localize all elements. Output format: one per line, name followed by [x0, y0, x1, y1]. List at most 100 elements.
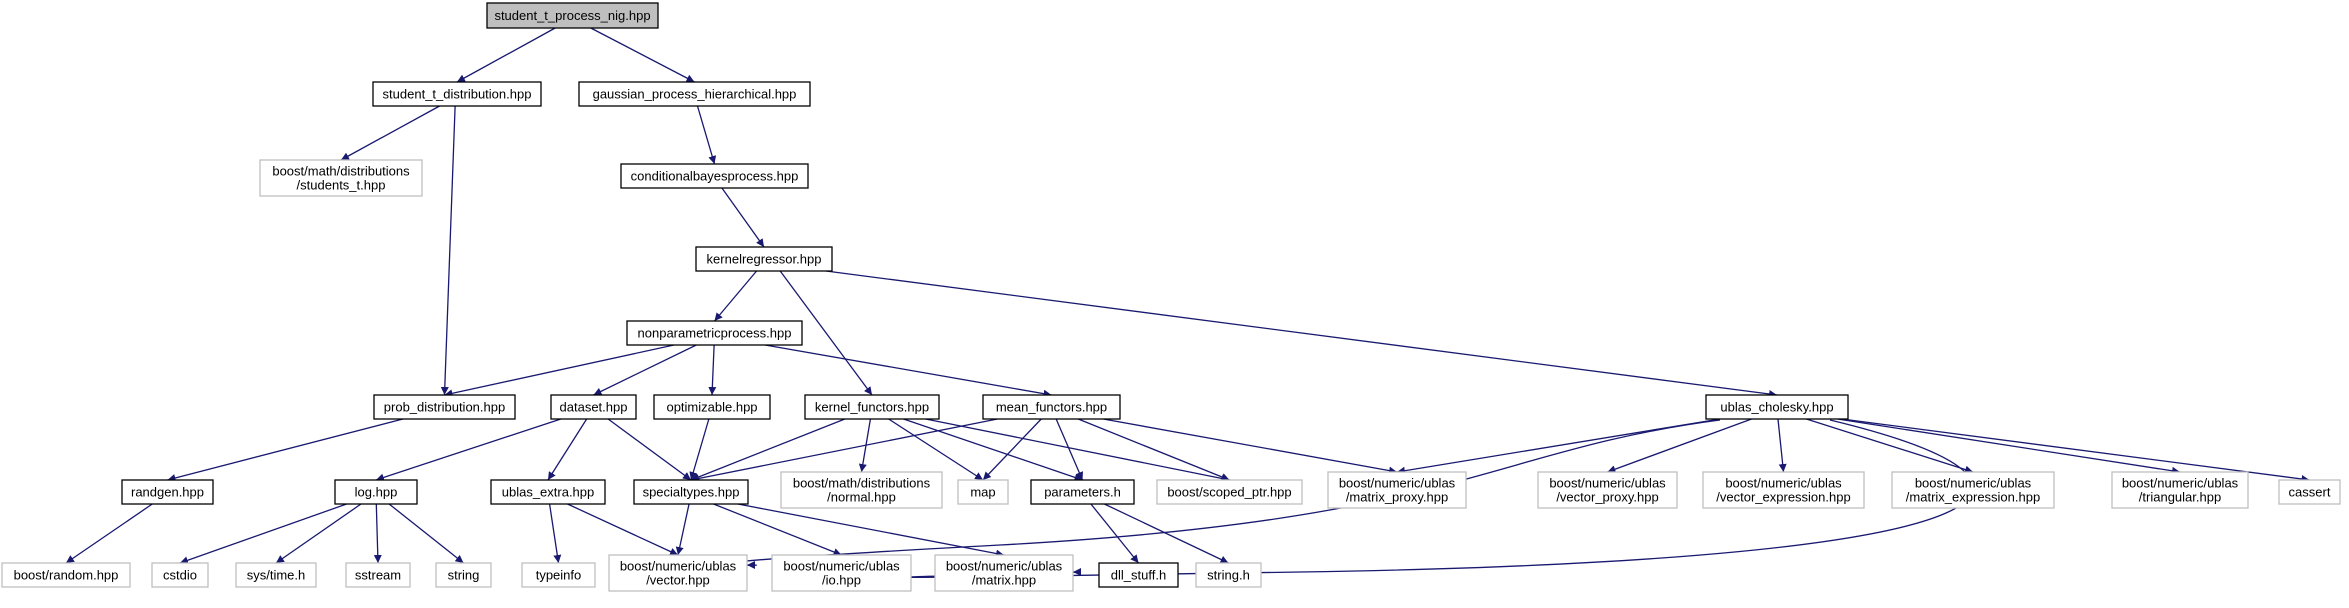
- node-box: [957, 479, 1009, 505]
- node-boost-random: boost/random.hpp: [1, 562, 131, 588]
- node-prob-distribution[interactable]: prob_distribution.hpp: [373, 394, 516, 420]
- node-label: cstdio: [163, 568, 197, 583]
- node-student-t-process-nig[interactable]: student_t_process_nig.hpp: [486, 2, 659, 29]
- node-box: [1156, 479, 1303, 505]
- node-student-t-distribution[interactable]: student_t_distribution.hpp: [372, 81, 542, 107]
- edge-log-to-sstream: [373, 503, 382, 564]
- node-box: [486, 2, 659, 29]
- node-label: dataset.hpp: [560, 400, 628, 415]
- node-specialtypes[interactable]: specialtypes.hpp: [633, 479, 749, 505]
- node-box: [1891, 471, 2055, 509]
- node-label: kernel_functors.hpp: [815, 400, 929, 415]
- node-label: boost/numeric/ublas: [783, 559, 900, 574]
- node-box: [1327, 471, 1467, 509]
- node-label: boost/numeric/ublas: [1339, 476, 1456, 491]
- edge-gaussian_process_hierarchical-to-conditionalbayesprocess: [696, 105, 717, 165]
- node-box: [372, 81, 542, 107]
- node-label: nonparametricprocess.hpp: [638, 326, 792, 341]
- node-dataset[interactable]: dataset.hpp: [550, 394, 637, 420]
- node-dll-stuff[interactable]: dll_stuff.h: [1098, 562, 1179, 588]
- edge-mean_functors-to-matrix_proxy: [1103, 418, 1398, 475]
- node-kernel-functors[interactable]: kernel_functors.hpp: [804, 394, 940, 420]
- file-nodes: student_t_process_nig.hpp student_t_distr…: [1, 2, 2341, 592]
- node-label: dll_stuff.h: [1111, 568, 1166, 583]
- node-label: boost/numeric/ublas: [620, 559, 737, 574]
- node-label: student_t_process_nig.hpp: [494, 8, 650, 23]
- node-map: map: [957, 479, 1009, 505]
- node-randgen[interactable]: randgen.hpp: [121, 479, 214, 505]
- node-box: [151, 562, 209, 588]
- node-sys-time: sys/time.h: [235, 562, 317, 588]
- edge-ublas_cholesky-to-cassert: [1841, 418, 2310, 483]
- node-box: [521, 562, 596, 588]
- node-ublas-matrix: boost/numeric/ublas/matrix.hpp: [934, 554, 1074, 592]
- edge-dataset-to-ublas_extra: [547, 418, 588, 481]
- edge-prob_distribution-to-randgen: [167, 418, 404, 482]
- edge-kernel_functors-to-scoped_ptr: [925, 418, 1230, 483]
- node-scoped-ptr: boost/scoped_ptr.hpp: [1156, 479, 1303, 505]
- node-optimizable[interactable]: optimizable.hpp: [653, 394, 771, 420]
- node-box: [550, 394, 637, 420]
- node-box: [578, 81, 811, 107]
- edge-optimizable-to-specialtypes: [689, 418, 710, 481]
- node-box: [934, 554, 1074, 592]
- node-box: [435, 562, 492, 588]
- node-label: student_t_distribution.hpp: [383, 87, 532, 102]
- node-box: [1702, 471, 1865, 509]
- node-matrix-proxy: boost/numeric/ublas/matrix_proxy.hpp: [1327, 471, 1467, 509]
- edge-dataset-to-specialtypes: [607, 418, 692, 481]
- node-box: [1705, 394, 1849, 420]
- node-log[interactable]: log.hpp: [334, 479, 418, 505]
- node-box: [1195, 562, 1262, 588]
- node-label: optimizable.hpp: [666, 400, 757, 415]
- node-vector-proxy: boost/numeric/ublas/vector_proxy.hpp: [1537, 471, 1678, 509]
- node-cassert: cassert: [2278, 479, 2341, 505]
- node-box: [1, 562, 131, 588]
- node-string-h: string.h: [1195, 562, 1262, 588]
- edge-nonparametricprocess-to-prob_distribution: [444, 344, 675, 398]
- edge-student_t_distribution-to-prob_distribution: [440, 105, 456, 396]
- edge-nonparametricprocess-to-optimizable: [708, 344, 717, 396]
- node-label: boost/numeric/ublas: [2122, 476, 2239, 491]
- node-label: string: [448, 568, 480, 583]
- edge-mean_functors-to-map: [982, 418, 1042, 481]
- node-label: boost/math/distributions: [793, 476, 931, 491]
- node-box: [2278, 479, 2341, 505]
- node-kernelregressor[interactable]: kernelregressor.hpp: [695, 246, 833, 272]
- node-label: gaussian_process_hierarchical.hpp: [593, 87, 797, 102]
- node-label: boost/numeric/ublas: [1725, 476, 1842, 491]
- node-box: [259, 159, 423, 197]
- node-label: prob_distribution.hpp: [384, 400, 505, 415]
- node-box: [626, 320, 803, 346]
- node-sstream: sstream: [345, 562, 411, 588]
- node-label: boost/numeric/ublas: [946, 559, 1063, 574]
- node-mean-functors[interactable]: mean_functors.hpp: [982, 394, 1121, 420]
- node-label: typeinfo: [536, 568, 582, 583]
- node-ublas-io: boost/numeric/ublas/io.hpp: [771, 554, 912, 592]
- node-box: [653, 394, 771, 420]
- node-conditionalbayesprocess[interactable]: conditionalbayesprocess.hpp: [620, 163, 809, 189]
- node-nonparametricprocess[interactable]: nonparametricprocess.hpp: [626, 320, 803, 346]
- node-label: boost/scoped_ptr.hpp: [1167, 485, 1291, 500]
- node-box: [771, 554, 912, 592]
- node-ublas-extra[interactable]: ublas_extra.hpp: [490, 479, 606, 505]
- edge-ublas_cholesky-to-triangular: [1837, 418, 2181, 475]
- node-label: log.hpp: [355, 485, 398, 500]
- node-box: [982, 394, 1121, 420]
- node-box: [2111, 471, 2249, 509]
- edge-log-to-string: [388, 503, 464, 564]
- node-boost-students-t: boost/math/distributions/students_t.hpp: [259, 159, 423, 197]
- node-label: mean_functors.hpp: [996, 400, 1107, 415]
- node-ublas-cholesky[interactable]: ublas_cholesky.hpp: [1705, 394, 1849, 420]
- node-label: /students_t.hpp: [297, 178, 386, 193]
- node-label: parameters.h: [1044, 485, 1121, 500]
- node-gaussian-process-hierarchical[interactable]: gaussian_process_hierarchical.hpp: [578, 81, 811, 107]
- node-box: [620, 163, 809, 189]
- node-parameters[interactable]: parameters.h: [1030, 479, 1135, 505]
- edge-student_t_distribution-to-boost_students_t: [340, 105, 440, 161]
- edge-conditionalbayesprocess-to-kernelregressor: [721, 187, 765, 248]
- node-label: /vector.hpp: [646, 573, 710, 588]
- node-label: boost/math/distributions: [272, 164, 410, 179]
- node-box: [633, 479, 749, 505]
